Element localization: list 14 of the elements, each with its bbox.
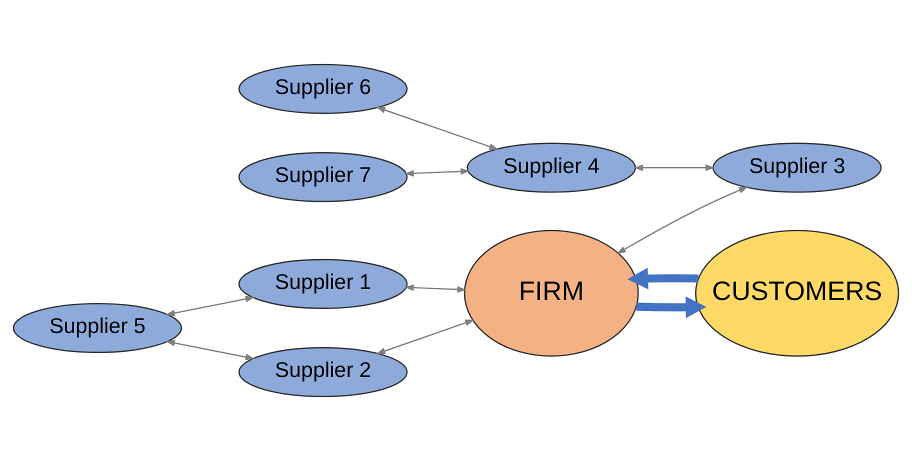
arrow — [166, 340, 255, 360]
arrow — [376, 106, 498, 150]
arrow — [166, 296, 255, 316]
node-ellipse: Supplier 1 — [238, 258, 408, 310]
node-ellipse: CUSTOMERS — [695, 230, 900, 357]
arrow — [616, 186, 748, 254]
arrow — [634, 164, 715, 171]
arrow — [404, 284, 467, 293]
arrow — [627, 268, 698, 290]
node-ellipse: Supplier 5 — [12, 302, 182, 354]
arrow — [376, 320, 474, 354]
arrow — [404, 168, 470, 177]
node-ellipse: Supplier 7 — [238, 152, 408, 202]
arrow — [636, 296, 706, 318]
